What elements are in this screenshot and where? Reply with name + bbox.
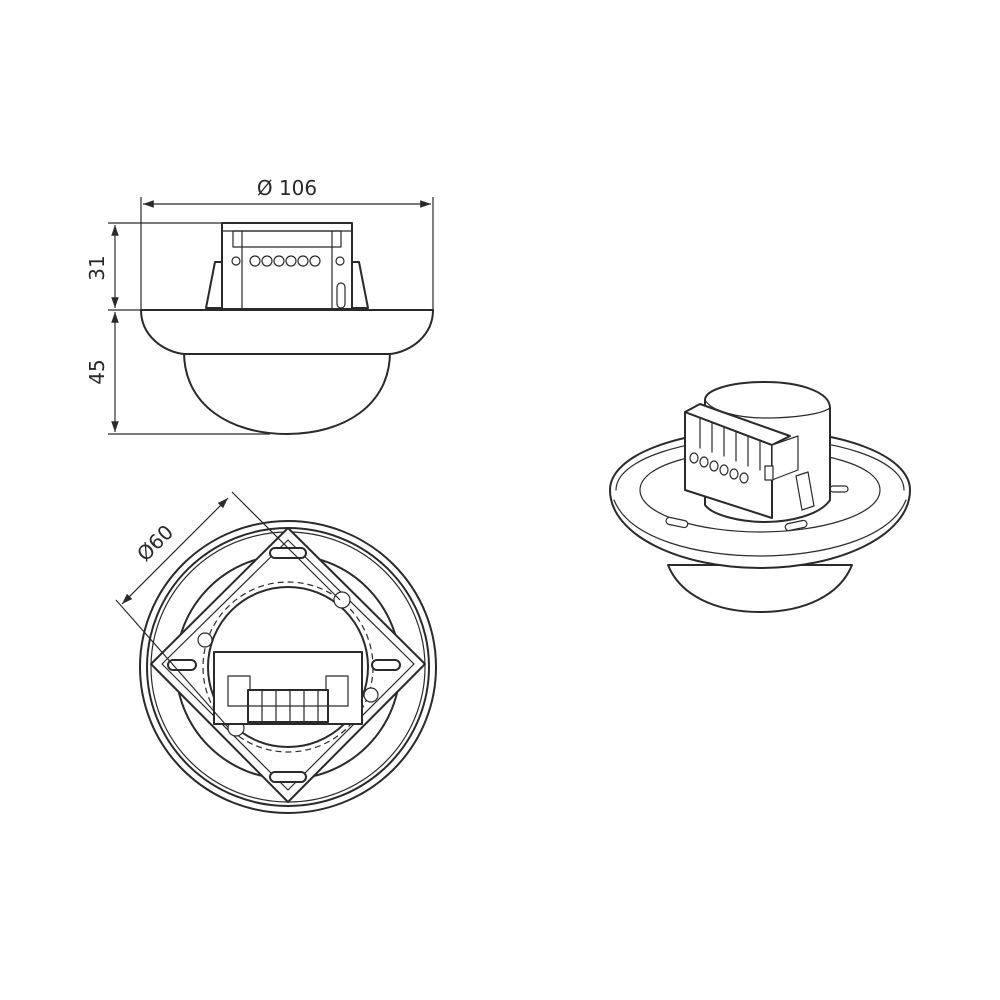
perspective-view: [609, 381, 911, 613]
slot-top: [269, 547, 307, 559]
slot-right: [371, 659, 401, 671]
top-view: Ø60: [115, 491, 437, 814]
dim-label-60: Ø60: [132, 520, 178, 566]
mounting-flange: [140, 309, 434, 355]
dim-label-45: 45: [85, 359, 109, 384]
slot-left: [167, 659, 197, 671]
slot-bottom: [269, 771, 307, 783]
side-view: Ø 106 31 45: [85, 176, 434, 435]
dim-line-60: [121, 497, 229, 605]
terminal-screws: [231, 255, 345, 267]
dim-label-31: 31: [85, 255, 109, 280]
dim-label-106: Ø 106: [257, 176, 317, 200]
dome-lens: [183, 351, 391, 435]
perspective-terminal-screws: [689, 452, 749, 484]
